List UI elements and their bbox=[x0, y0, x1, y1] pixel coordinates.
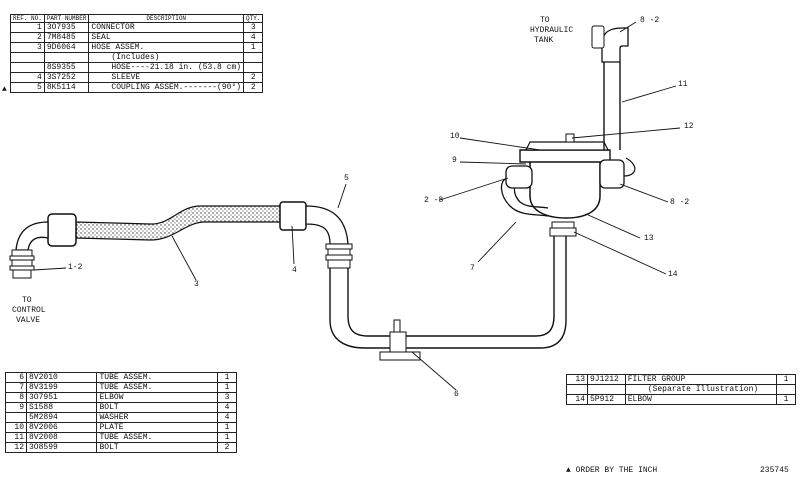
callout-8-2-right: 8 -2 bbox=[670, 198, 690, 207]
ref-cell: 5 bbox=[10, 82, 45, 93]
hose-assembly bbox=[75, 205, 281, 241]
callout-9: 9 bbox=[452, 156, 457, 165]
filter-head-top bbox=[525, 141, 609, 151]
part-cell: 3O8599 bbox=[25, 442, 98, 453]
qty-cell: 2 bbox=[243, 82, 264, 93]
elbow-14 bbox=[549, 221, 577, 237]
qty-cell: 2 bbox=[217, 442, 237, 453]
coupling-left-elbow bbox=[15, 221, 49, 251]
to-control-label-2: CONTROL bbox=[12, 306, 46, 315]
filter-group bbox=[529, 159, 601, 219]
coupling-right-elbow bbox=[305, 205, 349, 245]
table-row: 5 8K5114 COUPLING ASSEM.-------(90°) 2 bbox=[10, 82, 264, 93]
tube-assembly-11 bbox=[603, 62, 621, 150]
callout-3: 3 bbox=[194, 280, 199, 289]
elbow-top bbox=[601, 27, 629, 63]
elbow-left bbox=[505, 165, 533, 189]
callout-13: 13 bbox=[644, 234, 654, 243]
callout-5: 5 bbox=[344, 174, 349, 183]
tube-assembly-6 bbox=[329, 236, 567, 349]
table-row: 7 8V3199 TUBE ASSEM. 1 bbox=[5, 382, 237, 393]
callout-14: 14 bbox=[668, 270, 678, 279]
desc-text: SLEEVE bbox=[111, 73, 141, 82]
parts-table-bottom-left: 6 8V2010 TUBE ASSEM. 1 7 8V3199 TUBE ASS… bbox=[5, 372, 237, 453]
table-row: 14 5P912 ELBOW 1 bbox=[566, 394, 796, 405]
sleeve-right bbox=[279, 201, 307, 231]
qty-cell: 1 bbox=[776, 394, 796, 405]
sleeve-left bbox=[47, 213, 77, 247]
to-hydraulic-label-3: TANK bbox=[534, 36, 554, 45]
to-control-label-1: TO bbox=[22, 296, 32, 305]
desc-text: (Separate Illustration) bbox=[647, 385, 759, 394]
callout-6: 6 bbox=[454, 390, 459, 399]
to-hydraulic-label-2: HYDRAULIC bbox=[530, 26, 574, 35]
callout-11: 11 bbox=[678, 80, 688, 89]
elbow-right-bend bbox=[623, 157, 636, 177]
illustration-number: 235745 bbox=[760, 466, 789, 475]
tube-assembly-7 bbox=[500, 177, 549, 217]
to-control-label-3: VALVE bbox=[16, 316, 41, 325]
callout-1-2: 1-2 bbox=[68, 263, 83, 272]
filter-plate bbox=[519, 149, 611, 163]
order-by-inch-marker: ▲ bbox=[2, 85, 7, 94]
callout-12: 12 bbox=[684, 122, 694, 131]
callout-8-2-top: 8 -2 bbox=[640, 16, 660, 25]
callout-2-8: 2 -8 bbox=[424, 196, 444, 205]
desc-text: HOSE----21.18 in. (53.8 cm) bbox=[111, 63, 242, 72]
table-row: 12 3O8599 BOLT 2 bbox=[5, 442, 237, 453]
desc-text: (Includes) bbox=[111, 53, 160, 62]
connector-left bbox=[9, 249, 35, 279]
parts-table-top: REF. NO. PART NUMBER DESCRIPTION QTY. 1 … bbox=[10, 14, 264, 93]
callout-7: 7 bbox=[470, 264, 475, 273]
tube-assembly-6-inner bbox=[347, 236, 555, 337]
parts-table-bottom-right: 13 9J1212 FILTER GROUP 1 (Separate Illus… bbox=[566, 374, 796, 405]
elbow-right bbox=[599, 159, 625, 189]
order-by-inch-note: ▲ ORDER BY THE INCH bbox=[566, 466, 658, 475]
callout-4: 4 bbox=[292, 266, 297, 275]
callout-10: 10 bbox=[450, 132, 460, 141]
ref-cell: 14 bbox=[566, 394, 588, 405]
to-hydraulic-label-1: TO bbox=[540, 16, 550, 25]
desc-text: COUPLING ASSEM.-------(90°) bbox=[111, 83, 242, 92]
desc-cell: ELBOW bbox=[624, 394, 778, 405]
connector-right bbox=[325, 243, 353, 269]
elbow-top-nut bbox=[591, 25, 605, 49]
tube-clamp bbox=[379, 319, 421, 361]
leader-lines bbox=[33, 21, 681, 391]
